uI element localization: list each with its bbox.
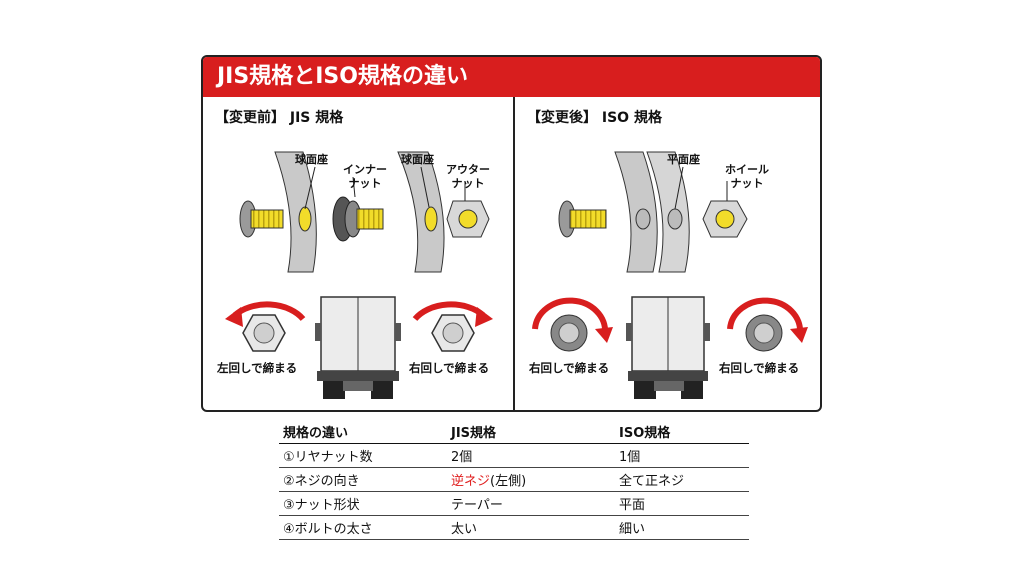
table-row: ②ネジの向き 逆ネジ(左側) 全て正ネジ [279, 467, 749, 492]
spherical-seat-label: 球面座 [295, 153, 328, 166]
wheel-rim-icon [397, 151, 445, 273]
jis-value: テーパー [447, 491, 615, 516]
row-item: ④ボルトの太さ [279, 515, 447, 540]
rotation-caption: 右回しで締まる [409, 361, 490, 375]
spherical-seat-label: 球面座 [401, 153, 434, 166]
clockwise-arrow-icon [532, 297, 609, 334]
spherical-seat-icon [298, 206, 312, 232]
truck-rear-icon [626, 296, 710, 399]
row-item: ①リヤナット数 [279, 443, 447, 468]
reverse-thread-text: 逆ネジ [451, 474, 491, 489]
section-divider [513, 97, 515, 410]
rotation-caption: 右回しで締まる [719, 361, 800, 375]
spherical-seat-icon [424, 206, 438, 232]
iso-section-title: 【変更後】 ISO 規格 [527, 110, 662, 126]
truck-rear-icon [315, 296, 401, 399]
outer-nut-label: アウター ナット [446, 163, 490, 190]
clockwise-arrow-icon [412, 301, 485, 322]
iso-value: 全て正ネジ [615, 467, 749, 492]
iso-illustration [532, 151, 808, 399]
table-row: ③ナット形状 テーパー 平面 [279, 491, 749, 516]
jis-value: 太い [447, 515, 615, 540]
wheel-nut-icon [702, 200, 748, 238]
comparison-table: 規格の違い JIS規格 ISO規格 ①リヤナット数 2個 1個 ②ネジの向き 逆… [279, 420, 749, 540]
banner: JIS規格とISO規格の違い [203, 57, 820, 97]
flat-seat-icon [635, 208, 651, 230]
table-header: ISO規格 [615, 420, 749, 444]
flat-seat-icon [667, 208, 683, 230]
jis-section: 【変更前】 JIS 規格 [203, 97, 513, 410]
bolt-icon [558, 200, 607, 238]
jis-value: 逆ネジ(左側) [447, 467, 615, 492]
bolt-icon [239, 200, 284, 238]
outer-nut-icon [446, 200, 490, 238]
flat-seat-label: 平面座 [667, 153, 700, 166]
table-header-row: 規格の違い JIS規格 ISO規格 [279, 420, 749, 444]
table-row: ④ボルトの太さ 太い 細い [279, 515, 749, 540]
rotation-caption: 右回しで締まる [529, 361, 610, 375]
wheel-rim-icon [614, 151, 658, 273]
table-row: ①リヤナット数 2個 1個 [279, 443, 749, 468]
table-header: JIS規格 [447, 420, 615, 444]
table-header: 規格の違い [279, 420, 447, 444]
counterclockwise-arrow-icon [233, 301, 306, 322]
clockwise-arrow-icon [727, 297, 804, 334]
jis-section-title: 【変更前】 JIS 規格 [215, 110, 344, 126]
wheel-nut-label: ホイール ナット [725, 163, 769, 190]
row-item: ③ナット形状 [279, 491, 447, 516]
iso-value: 1個 [615, 443, 749, 468]
rotation-caption: 左回しで締まる [217, 361, 298, 375]
jis-value: 2個 [447, 443, 615, 468]
wheel-rim-icon [646, 151, 690, 273]
row-item: ②ネジの向き [279, 467, 447, 492]
iso-section: 【変更後】 ISO 規格 [515, 97, 820, 410]
comparison-panel: JIS規格とISO規格の違い 【変更前】 JIS 規格 [201, 55, 822, 412]
jis-illustration [225, 151, 493, 399]
iso-value: 平面 [615, 491, 749, 516]
iso-value: 細い [615, 515, 749, 540]
inner-nut-icon [332, 196, 384, 242]
inner-nut-label: インナー ナット [343, 163, 387, 190]
banner-title: JIS規格とISO規格の違い [217, 64, 468, 89]
